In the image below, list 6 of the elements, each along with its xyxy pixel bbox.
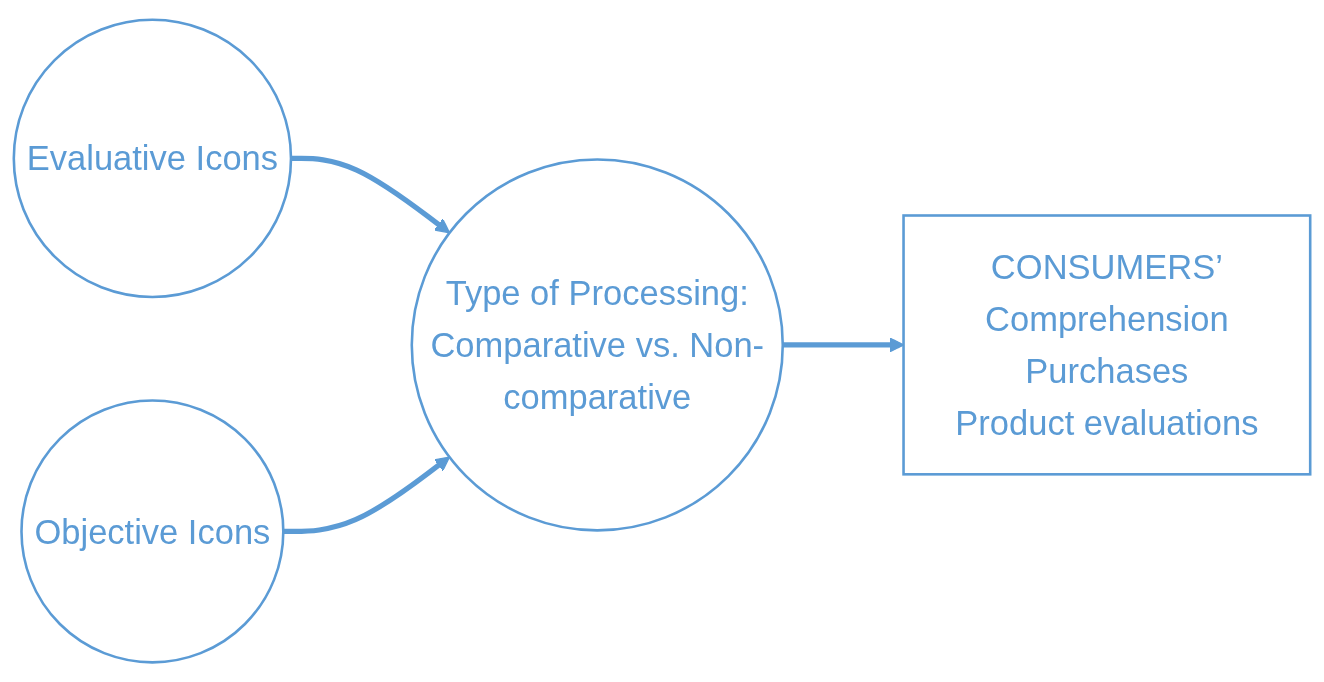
node-circle: Evaluative Icons: [12, 18, 293, 299]
arrow: [283, 456, 451, 534]
arrow: [291, 155, 451, 234]
node-box: CONSUMERS’ Comprehension Purchases Product evaluations: [902, 214, 1312, 476]
node-circle: Objective Icons: [20, 399, 285, 664]
node-circle: Type of Processing: Comparative vs. Non-comparative: [410, 158, 785, 532]
